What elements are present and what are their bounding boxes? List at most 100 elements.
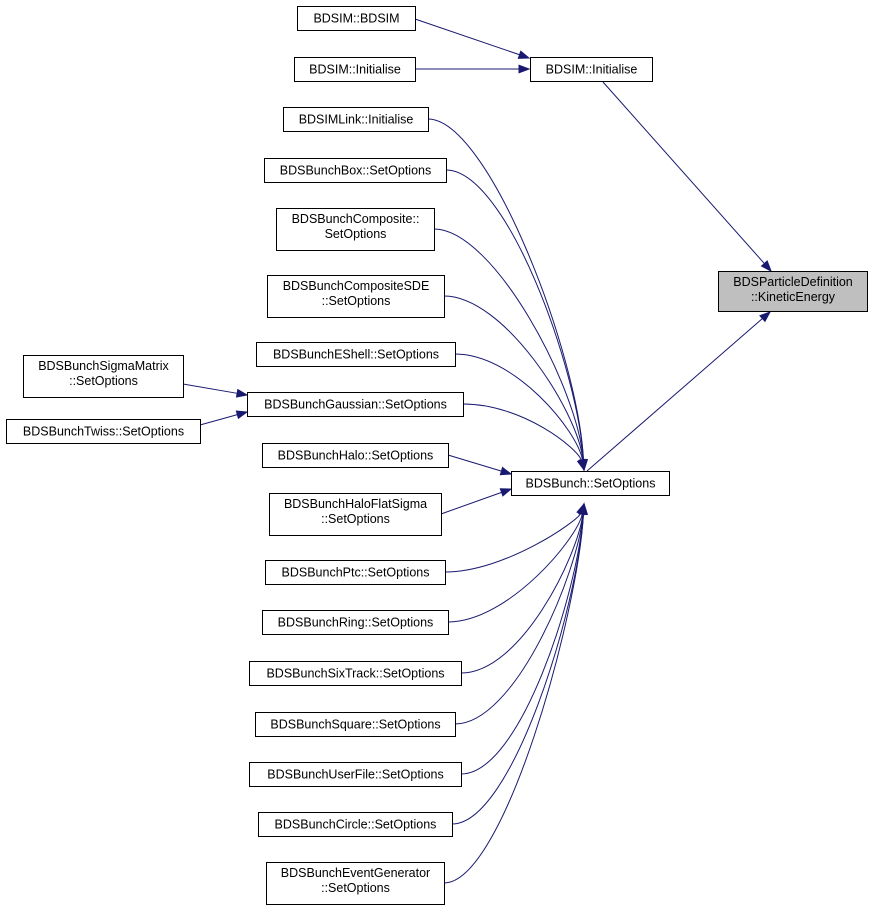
edge-line: [427, 118, 584, 461]
edge-line: [454, 353, 583, 461]
node-box[interactable]: BDSBunchBox::SetOptions: [264, 158, 447, 183]
node-box: [258, 812, 453, 837]
arrowhead: [499, 466, 513, 476]
edge-line: [454, 513, 584, 725]
node-ring[interactable]: BDSBunchRing::SetOptions: [262, 610, 449, 635]
node-label: SetOptions: [325, 227, 387, 241]
node-label: BDSBunchHaloFlatSigma: [284, 497, 427, 511]
node-box: [262, 443, 449, 468]
node-bunch-setoptions[interactable]: BDSBunch::SetOptions: [511, 471, 670, 496]
node-label: BDSBunchTwiss::SetOptions: [23, 425, 184, 439]
node-bdsim-ctor[interactable]: BDSIM::BDSIM: [297, 6, 416, 31]
node-label: BDSBunchEShell::SetOptions: [273, 348, 439, 362]
edge-bdsim_ctor-to-bdsim_init: [414, 18, 531, 59]
node-label: BDSBunch::SetOptions: [526, 477, 656, 491]
edge-sixtrack-to-bunch_setoptions: [460, 502, 588, 674]
arrowhead: [518, 64, 531, 74]
node-box: [256, 342, 456, 367]
node-box: [297, 6, 416, 31]
node-box: [276, 208, 435, 251]
node-label: BDSIMLink::Initialise: [299, 113, 414, 127]
node-box: [264, 158, 447, 183]
node-box: [6, 419, 201, 444]
node-box: [249, 762, 462, 787]
node-box: [511, 471, 670, 496]
edge-line: [447, 454, 502, 472]
arrowhead: [499, 488, 513, 497]
node-composite[interactable]: BDSBunchComposite::SetOptions: [276, 208, 435, 251]
edge-halo_flat_sigma-to-bunch_setoptions: [440, 488, 513, 515]
node-label: BDSBunchSixTrack::SetOptions: [266, 667, 444, 681]
node-label: BDSBunchGaussian::SetOptions: [264, 398, 447, 412]
edge-layer: [182, 18, 772, 884]
node-bdsim-init[interactable]: BDSIM::Initialise: [530, 57, 653, 82]
edge-line: [182, 383, 238, 394]
node-box: [265, 560, 446, 585]
edge-line: [433, 228, 584, 461]
edge-line: [414, 18, 520, 56]
node-square[interactable]: BDSBunchSquare::SetOptions: [255, 712, 456, 737]
node-kinetic-energy: BDSParticleDefinition::KineticEnergy: [718, 271, 868, 312]
node-sigma-matrix[interactable]: BDSBunchSigmaMatrix::SetOptions: [23, 355, 184, 398]
arrowhead: [759, 311, 772, 323]
edge-bdsim_init-to-kinetic_energy: [602, 81, 772, 273]
edge-line: [444, 513, 582, 573]
node-box: [249, 661, 462, 686]
edge-bdsimlink_init-to-bunch_setoptions: [427, 118, 588, 472]
edge-twiss-to-gaussian: [199, 410, 249, 426]
edge-halo-to-bunch_setoptions: [447, 454, 513, 476]
edge-userfile-to-bunch_setoptions: [460, 502, 588, 775]
edge-bdsim_init_src-to-bdsim_init: [415, 64, 531, 74]
node-label: ::SetOptions: [321, 881, 390, 895]
node-label: BDSBunchCircle::SetOptions: [275, 818, 437, 832]
node-gaussian[interactable]: BDSBunchGaussian::SetOptions: [247, 392, 464, 417]
node-bdsimlink-init[interactable]: BDSIMLink::Initialise: [283, 107, 429, 132]
node-label: BDSBunchSigmaMatrix: [38, 359, 169, 373]
edge-line: [602, 81, 765, 264]
node-circle[interactable]: BDSBunchCircle::SetOptions: [258, 812, 453, 837]
node-halo[interactable]: BDSBunchHalo::SetOptions: [262, 443, 449, 468]
arrowhead: [576, 458, 586, 472]
node-label: BDSBunchComposite::: [292, 212, 420, 226]
node-label: BDSBunchPtc::SetOptions: [282, 566, 430, 580]
node-label: BDSIM::BDSIM: [313, 12, 399, 26]
edge-line: [199, 414, 238, 426]
node-event-generator[interactable]: BDSBunchEventGenerator::SetOptions: [266, 862, 445, 905]
node-box: [294, 57, 416, 82]
node-ptc[interactable]: BDSBunchPtc::SetOptions: [265, 560, 446, 585]
node-box: [283, 107, 429, 132]
node-bdsim-init-src[interactable]: BDSIM::Initialise: [294, 57, 416, 82]
node-twiss[interactable]: BDSBunchTwiss::SetOptions: [6, 419, 201, 444]
node-box: [267, 275, 445, 318]
node-sixtrack[interactable]: BDSBunchSixTrack::SetOptions: [249, 661, 462, 686]
edge-line: [447, 513, 583, 623]
arrowhead: [760, 260, 772, 273]
node-composite-sde[interactable]: BDSBunchCompositeSDE::SetOptions: [267, 275, 445, 318]
node-label: ::SetOptions: [322, 294, 391, 308]
node-label: BDSParticleDefinition: [733, 275, 853, 289]
node-eshell[interactable]: BDSBunchEShell::SetOptions: [256, 342, 456, 367]
node-label: ::SetOptions: [321, 512, 390, 526]
edge-line: [443, 295, 584, 461]
arrowhead: [235, 388, 249, 398]
edge-line: [440, 491, 502, 515]
edge-gaussian-to-bunch_setoptions: [462, 403, 586, 472]
node-box: [269, 493, 442, 536]
node-label: BDSBunchSquare::SetOptions: [270, 718, 440, 732]
node-label: BDSBunchRing::SetOptions: [278, 616, 434, 630]
node-box: [266, 862, 445, 905]
edge-square-to-bunch_setoptions: [454, 502, 588, 725]
edge-event_generator-to-bunch_setoptions: [443, 502, 588, 884]
node-box: [262, 610, 449, 635]
edge-line: [451, 513, 584, 825]
edge-line: [445, 169, 584, 461]
node-box: [718, 271, 868, 312]
node-label: ::SetOptions: [69, 374, 138, 388]
node-halo-flat-sigma[interactable]: BDSBunchHaloFlatSigma::SetOptions: [269, 493, 442, 536]
node-userfile[interactable]: BDSBunchUserFile::SetOptions: [249, 762, 462, 787]
node-label: BDSBunchUserFile::SetOptions: [267, 768, 443, 782]
edge-line: [443, 513, 584, 884]
node-label: ::KineticEnergy: [751, 290, 836, 304]
edge-line: [586, 318, 763, 472]
